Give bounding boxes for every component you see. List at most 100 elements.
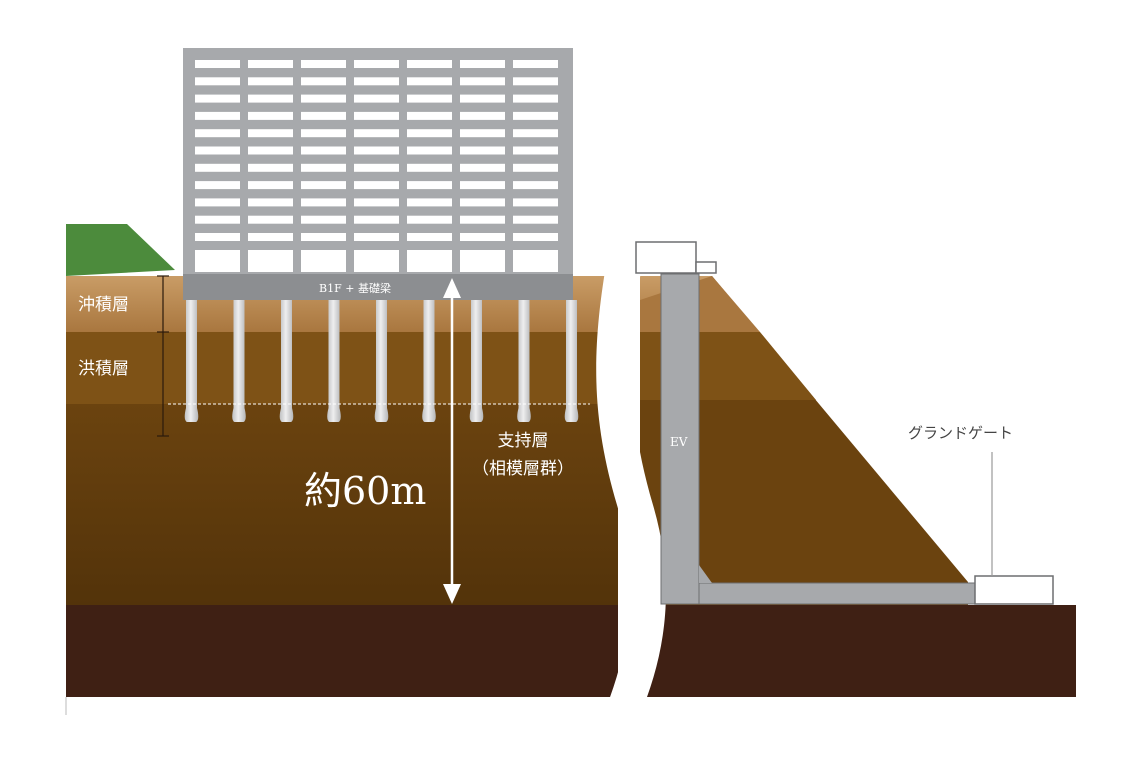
ground-floor-opening (248, 250, 293, 272)
window (195, 215, 240, 224)
depth-label: 約60m (304, 469, 426, 513)
window (301, 198, 346, 207)
window (195, 60, 240, 68)
window (513, 198, 558, 207)
left-soil-section (66, 224, 618, 697)
window (460, 215, 505, 224)
window (460, 60, 505, 68)
window (407, 94, 452, 103)
depth-arrow-head-bottom (443, 584, 461, 604)
foundation-pile (327, 300, 341, 422)
window (301, 94, 346, 103)
section-break (596, 237, 666, 716)
window (195, 163, 240, 172)
window (407, 111, 452, 120)
window (195, 233, 240, 241)
window (460, 129, 505, 138)
window (354, 94, 399, 103)
depth-arrow-head-top (443, 278, 461, 298)
depth-arrow-icon (443, 278, 461, 604)
window (513, 129, 558, 138)
ground-floor-opening (460, 250, 505, 272)
window (195, 94, 240, 103)
window (513, 233, 558, 241)
ground-floor-opening (354, 250, 399, 272)
window (513, 163, 558, 172)
window (301, 215, 346, 224)
window (248, 111, 293, 120)
window (407, 129, 452, 138)
window (354, 163, 399, 172)
bedrock-layer (66, 605, 618, 697)
alluvium-label: 沖積層 (78, 295, 129, 315)
window (248, 215, 293, 224)
window (195, 129, 240, 138)
window (248, 77, 293, 86)
foundation-pile (232, 300, 246, 422)
window (354, 215, 399, 224)
foundation-pile (374, 300, 389, 422)
bearing-layer-label: 支持層 (498, 431, 549, 451)
foundation-pile (564, 300, 579, 422)
passage-corner (699, 565, 712, 583)
foundation-pile (279, 300, 294, 422)
window (301, 129, 346, 138)
window (354, 181, 399, 190)
right-soil-section (640, 276, 1076, 697)
window (354, 198, 399, 207)
window (248, 129, 293, 138)
ground-floor-opening (195, 250, 240, 272)
window (354, 111, 399, 120)
window (513, 146, 558, 155)
window (248, 198, 293, 207)
window (301, 60, 346, 68)
window (460, 146, 505, 155)
foundation-pile (184, 300, 199, 422)
window (460, 198, 505, 207)
window (460, 94, 505, 103)
window (248, 181, 293, 190)
pile-group (184, 300, 579, 422)
section-break-fill (596, 238, 666, 715)
window (460, 181, 505, 190)
window (407, 233, 452, 241)
window (513, 111, 558, 120)
window (513, 60, 558, 68)
window (354, 129, 399, 138)
window (407, 181, 452, 190)
window (407, 60, 452, 68)
window (354, 77, 399, 86)
window (195, 198, 240, 207)
section-break-line-left (598, 237, 634, 716)
window (195, 111, 240, 120)
elevator-label: EV (670, 435, 688, 449)
right-bedrock-layer (640, 605, 1076, 697)
window (407, 146, 452, 155)
window (407, 163, 452, 172)
window (460, 163, 505, 172)
window (195, 181, 240, 190)
window (513, 77, 558, 86)
diluvium-label: 洪積層 (78, 359, 129, 379)
window (195, 146, 240, 155)
bearing-layer-sublabel: （相模層群） (472, 459, 574, 479)
window (301, 233, 346, 241)
window (248, 94, 293, 103)
foundation-pile (517, 300, 531, 422)
window (460, 111, 505, 120)
window (248, 146, 293, 155)
building: B1F + 基礎梁 (183, 48, 579, 422)
foundation-slab-label: B1F + 基礎梁 (319, 281, 391, 295)
window (301, 163, 346, 172)
window (513, 181, 558, 190)
window (301, 181, 346, 190)
window (407, 198, 452, 207)
grass-embankment (66, 224, 175, 276)
underground-passage (698, 582, 978, 605)
window (301, 77, 346, 86)
ground-floor-opening (513, 250, 558, 272)
elevator-shaft (660, 273, 700, 605)
foundation-pile (422, 300, 436, 422)
ground-floor-opening (301, 250, 346, 272)
